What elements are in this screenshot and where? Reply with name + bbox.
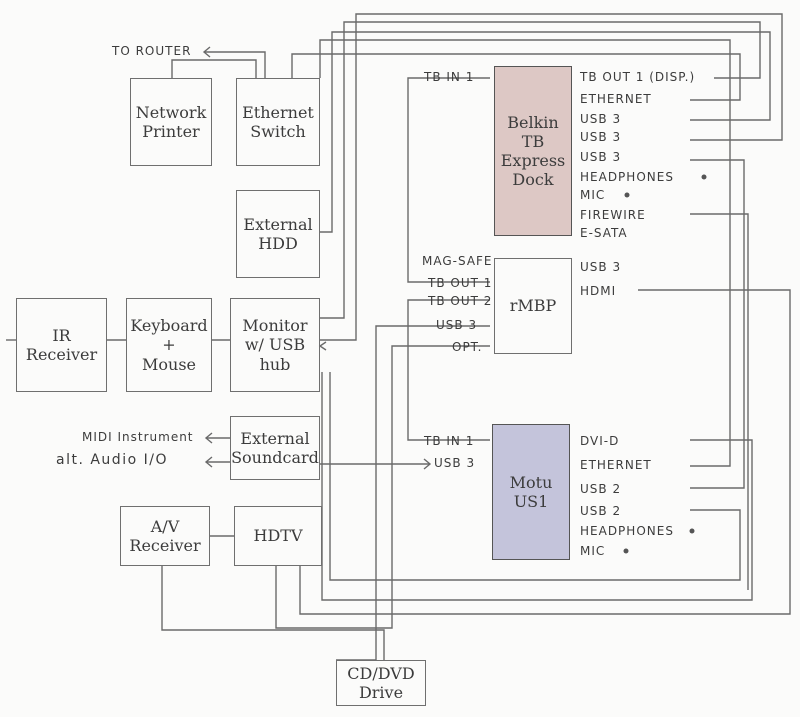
av-line bbox=[161, 566, 385, 660]
motu-port-label: ETHERNET bbox=[580, 458, 652, 472]
motu-port-label: USB 3 bbox=[434, 456, 476, 470]
cd-dvd-drive-box: CD/DVD Drive bbox=[336, 660, 426, 706]
motu-port-label: USB 2 bbox=[580, 482, 622, 496]
alt-audio-label: alt. Audio I/O bbox=[56, 452, 168, 468]
motu-box: Motu US1 bbox=[492, 424, 570, 560]
dock-port-label: USB 3 bbox=[580, 112, 622, 126]
motu-tb-in-line bbox=[407, 299, 490, 441]
motu-port-label: DVI-D bbox=[580, 434, 620, 448]
external-hdd-box: External HDD bbox=[236, 190, 320, 278]
dock-tb-in-line bbox=[407, 77, 490, 283]
hdd-dock-line bbox=[320, 31, 771, 233]
dock-port-label: HEADPHONES bbox=[580, 170, 674, 184]
rmbp-port-label: TB OUT 1 bbox=[428, 276, 493, 290]
dock-port-label: USB 3 bbox=[580, 130, 622, 144]
midi-instrument-label: MIDI Instrument bbox=[82, 430, 194, 444]
hdtv-box: HDTV bbox=[234, 506, 322, 566]
dock-port-label: TB IN 1 bbox=[424, 70, 475, 84]
printer-switch-line bbox=[171, 59, 257, 78]
motu-port-label: USB 2 bbox=[580, 504, 622, 518]
keyboard-mouse-box: Keyboard + Mouse bbox=[126, 298, 212, 392]
rmbp-port-label: USB 3 bbox=[580, 260, 622, 274]
ethernet-switch-box: Ethernet Switch bbox=[236, 78, 320, 166]
rmbp-port-label: MAG-SAFE bbox=[422, 254, 493, 268]
monitor-usb-line bbox=[320, 13, 783, 341]
dock-port-label: TB OUT 1 (DISP.) bbox=[580, 70, 696, 84]
rmbp-port-label: OPT. bbox=[452, 340, 483, 354]
av-receiver-box: A/V Receiver bbox=[120, 506, 210, 566]
rmbp-port-label: TB OUT 2 bbox=[428, 294, 493, 308]
dock-port-label: E-SATA bbox=[580, 226, 628, 240]
motu-port-label: TB IN 1 bbox=[424, 434, 475, 448]
dock-port-label: MIC bbox=[580, 188, 606, 202]
dvi-line bbox=[321, 372, 753, 601]
hdmi-line bbox=[299, 289, 791, 615]
switch-motu-line bbox=[319, 39, 731, 467]
motu-port-label: HEADPHONES bbox=[580, 524, 674, 538]
switch-dock-line bbox=[291, 53, 741, 101]
rmbp-port-label: USB 3 bbox=[436, 318, 478, 332]
dock-port-label: USB 3 bbox=[580, 150, 622, 164]
dock-port-label: ETHERNET bbox=[580, 92, 652, 106]
network-printer-box: Network Printer bbox=[130, 78, 212, 166]
router-line bbox=[205, 51, 266, 78]
belkin-dock-box: Belkin TB Express Dock bbox=[494, 66, 572, 236]
soundcard-arrow bbox=[423, 458, 432, 470]
to-router-label: TO ROUTER bbox=[112, 44, 192, 58]
monitor-dock-line bbox=[320, 21, 761, 319]
monitor-box: Monitor w/ USB hub bbox=[230, 298, 320, 392]
rmbp-box: rMBP bbox=[494, 258, 572, 354]
rmbp-opt-line bbox=[275, 345, 490, 629]
external-soundcard-box: External Soundcard bbox=[230, 416, 320, 480]
rmbp-port-label: HDMI bbox=[580, 284, 617, 298]
dock-port-label: FIREWIRE bbox=[580, 208, 646, 222]
router-arrow bbox=[202, 46, 211, 58]
motu-port-label: MIC bbox=[580, 544, 606, 558]
ir-receiver-box: IR Receiver bbox=[16, 298, 107, 392]
rmbp-usb-line bbox=[336, 325, 490, 661]
